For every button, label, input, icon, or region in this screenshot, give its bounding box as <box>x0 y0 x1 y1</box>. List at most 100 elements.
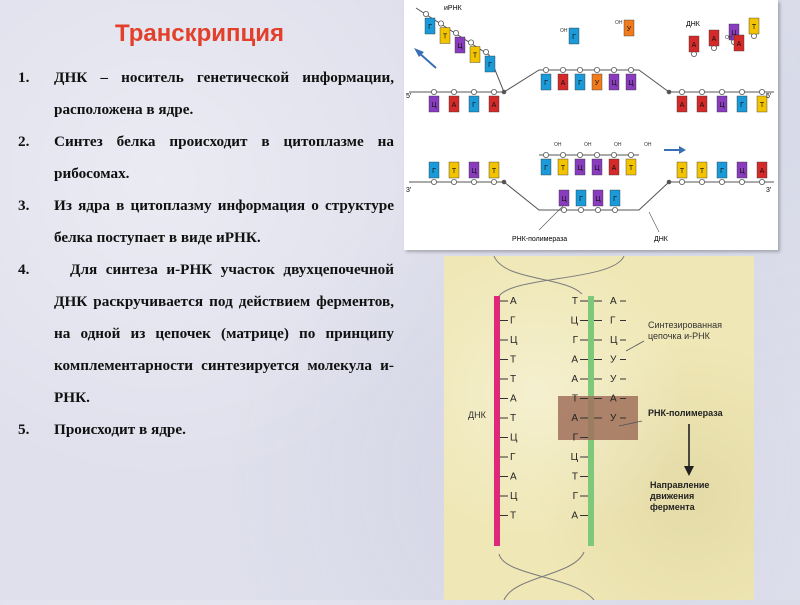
oh-label: OH <box>614 142 622 148</box>
middle-strand-base: А <box>571 511 578 522</box>
backbone-node <box>611 67 616 72</box>
item-number: 2. <box>18 126 54 190</box>
list-item: 5.Происходит в ядре. <box>18 414 394 446</box>
backbone-node <box>578 207 583 212</box>
helix-top-right <box>499 256 624 296</box>
middle-strand-base: А <box>571 374 578 385</box>
direction-arrow-right <box>664 146 686 154</box>
synth-pointer <box>626 341 644 351</box>
svg-text:А: А <box>612 165 617 172</box>
svg-text:Т: Т <box>700 168 705 175</box>
backbone-node <box>491 89 496 94</box>
item-number: 1. <box>18 62 54 126</box>
backbone-node <box>577 152 582 157</box>
item-text: Происходит в ядре. <box>54 414 394 446</box>
oh-label: OH <box>560 28 568 34</box>
svg-text:Г: Г <box>720 168 724 175</box>
rna-strand-base: У <box>610 355 617 366</box>
svg-text:Ц: Ц <box>471 168 477 175</box>
left-pair-top-base: А <box>489 96 499 112</box>
svg-text:А: А <box>452 102 457 109</box>
svg-text:Т: Т <box>473 53 478 60</box>
left-strand-base: Ц <box>510 491 518 502</box>
middle-strand-base: А <box>571 413 578 424</box>
middle-strand-base: Г <box>573 491 579 502</box>
bullet-list: 1.ДНК – носитель генетической информации… <box>18 62 394 446</box>
middle-strand-base: Т <box>572 472 578 483</box>
svg-text:Г: Г <box>579 196 583 203</box>
right-pair-bottom-base: Ц <box>737 162 747 178</box>
polymerase-pointer <box>539 205 564 230</box>
svg-text:Г: Г <box>432 168 436 175</box>
label-dna-top: ДНК <box>686 21 701 28</box>
svg-text:Т: Т <box>760 102 765 109</box>
svg-text:Г: Г <box>578 80 582 87</box>
bubble-top-base: Г <box>541 74 551 90</box>
svg-text:У: У <box>627 26 632 33</box>
backbone-node <box>719 89 724 94</box>
middle-strand-base: Т <box>572 394 578 405</box>
left-strand-base: Г <box>510 452 516 463</box>
svg-text:Т: Т <box>492 168 497 175</box>
backbone-node <box>699 179 704 184</box>
oh-label: OH <box>615 20 623 26</box>
free-nucleotide: У <box>624 20 634 36</box>
right-pair-bottom-base: Т <box>677 162 687 178</box>
left-pair-bottom-base: Т <box>489 162 499 178</box>
svg-text:А: А <box>561 80 566 87</box>
backbone-node <box>719 179 724 184</box>
svg-text:Т: Т <box>561 165 566 172</box>
middle-strand-base: А <box>571 355 578 366</box>
item-text: Для синтеза и-РНК участок двухцепочечной… <box>54 254 394 414</box>
left-pair-top-base: Ц <box>429 96 439 112</box>
oh-label: OH <box>644 142 652 148</box>
oh-label: OH <box>584 142 592 148</box>
dna-pointer <box>649 212 659 232</box>
free-nucleotide: Г <box>569 28 579 44</box>
bubble-top-base: У <box>592 74 602 90</box>
rna-strand-base: Ц <box>610 335 618 346</box>
svg-text:Ц: Ц <box>457 43 463 50</box>
backbone-node <box>491 179 496 184</box>
svg-text:Г: Г <box>544 165 548 172</box>
backbone-node <box>451 179 456 184</box>
rna-pair-base: А <box>609 159 619 175</box>
backbone-node <box>543 67 548 72</box>
svg-text:Ц: Ц <box>431 102 437 109</box>
left-strand-base: Г <box>510 316 516 327</box>
irna-base: Т <box>470 47 480 63</box>
backbone-top <box>409 70 774 92</box>
left-strand-base: Т <box>510 511 516 522</box>
item-text: Синтез белка происходит в цитоплазме на … <box>54 126 394 190</box>
oh-label: OH <box>725 35 733 41</box>
svg-text:Ц: Ц <box>611 80 617 87</box>
left-strand-base: Т <box>510 413 516 424</box>
svg-text:Ц: Ц <box>561 196 567 203</box>
backbone-node <box>438 21 443 26</box>
middle-strand-base: Ц <box>571 316 579 327</box>
svg-text:Г: Г <box>572 34 576 41</box>
svg-text:Т: Т <box>452 168 457 175</box>
dna-top-right-base: Т <box>749 18 759 34</box>
right-pair-top-base: А <box>697 96 707 112</box>
item-text: ДНК – носитель генетической информации, … <box>54 62 394 126</box>
svg-text:Ц: Ц <box>719 102 725 109</box>
left-strand-base: Ц <box>510 433 518 444</box>
backbone-node <box>543 152 548 157</box>
svg-text:А: А <box>712 36 717 43</box>
item-number: 3. <box>18 190 54 254</box>
backbone-node <box>468 40 473 45</box>
bubble-top-base: Ц <box>609 74 619 90</box>
left-pair-bottom-base: Г <box>429 162 439 178</box>
backbone-node <box>739 179 744 184</box>
label-dna-bottom: ДНК <box>654 236 669 243</box>
left-pair-bottom-base: Ц <box>469 162 479 178</box>
end-5-left: 5' <box>406 93 411 100</box>
rna-strand-base: У <box>610 374 617 385</box>
middle-strand-base: Г <box>573 335 579 346</box>
backbone-node <box>612 207 617 212</box>
svg-text:А: А <box>692 42 697 49</box>
list-item: 4.Для синтеза и-РНК участок двухцепочечн… <box>18 254 394 414</box>
